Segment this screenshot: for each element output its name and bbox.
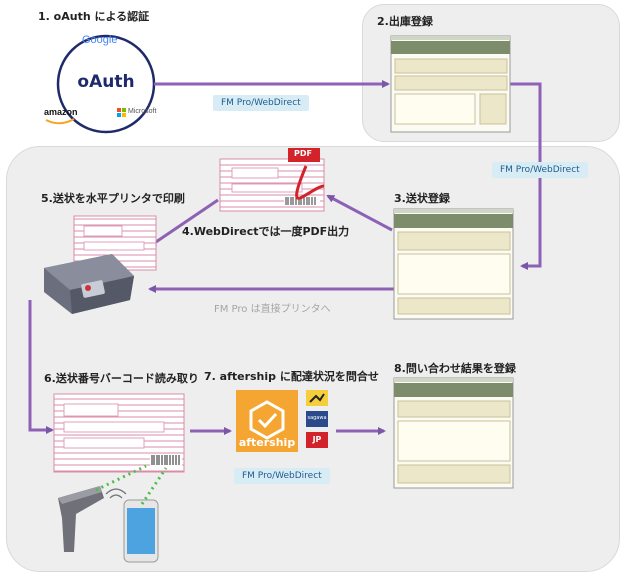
amazon-logo: amazon bbox=[44, 107, 78, 117]
step-4-title: 4.WebDirectでは一度PDF出力 bbox=[182, 225, 350, 238]
oauth-label: oAuth bbox=[77, 72, 135, 92]
fm-webdirect-tag-right: FM Pro/WebDirect bbox=[492, 162, 588, 178]
sagawa-logo-icon bbox=[306, 411, 328, 427]
arrow-invoice-to-pdf bbox=[326, 194, 393, 232]
fm-webdirect-tag-top: FM Pro/WebDirect bbox=[213, 95, 309, 111]
barcode-scanner-icon bbox=[58, 486, 104, 552]
japan-post-label: JP bbox=[312, 435, 322, 444]
fm-webdirect-tag-bottom: FM Pro/WebDirect bbox=[234, 468, 330, 484]
sagawa-label: sagawa bbox=[307, 415, 327, 421]
microsoft-logo-icon bbox=[117, 108, 126, 117]
japan-post-logo-icon bbox=[306, 432, 328, 448]
pdf-icon bbox=[295, 165, 325, 200]
printer-icon bbox=[44, 254, 134, 314]
invoice-form-screenshot bbox=[393, 208, 514, 320]
fm-pro-printer-note: FM Pro は直接プリンタへ bbox=[214, 304, 331, 315]
amazon-logo-icon bbox=[45, 118, 75, 125]
step-6-title: 6.送状番号バーコード読み取り bbox=[44, 372, 199, 385]
pdf-label: PDF bbox=[294, 149, 312, 158]
scan-beam-dots bbox=[95, 464, 168, 505]
barcode-invoice-image bbox=[53, 393, 185, 473]
smartphone-icon bbox=[123, 499, 159, 563]
microsoft-logo: Microsoft bbox=[128, 108, 157, 115]
pdf-invoice-image bbox=[219, 148, 325, 212]
result-form-screenshot bbox=[393, 377, 514, 489]
arrow-printer-to-scan bbox=[28, 300, 54, 434]
arrow-pdf-to-printer bbox=[148, 198, 219, 248]
step-3-title: 3.送状登録 bbox=[394, 192, 450, 205]
shipping-form-screenshot bbox=[390, 35, 511, 133]
aftership-name: aftership bbox=[238, 436, 296, 449]
google-logo: Google bbox=[82, 34, 118, 46]
step-2-title: 2.出庫登録 bbox=[377, 15, 433, 28]
step-8-title: 8.問い合わせ結果を登録 bbox=[394, 362, 516, 375]
step-5-title: 5.送状を水平プリンタで印刷 bbox=[41, 192, 185, 205]
step-1-title: 1. oAuth による認証 bbox=[38, 10, 150, 23]
step-7-title: 7. aftership に配達状況を問合せ bbox=[204, 370, 379, 383]
carrier-logos bbox=[306, 390, 328, 448]
wireless-signal-icon bbox=[105, 488, 127, 499]
aftership-logo-icon bbox=[236, 390, 298, 452]
